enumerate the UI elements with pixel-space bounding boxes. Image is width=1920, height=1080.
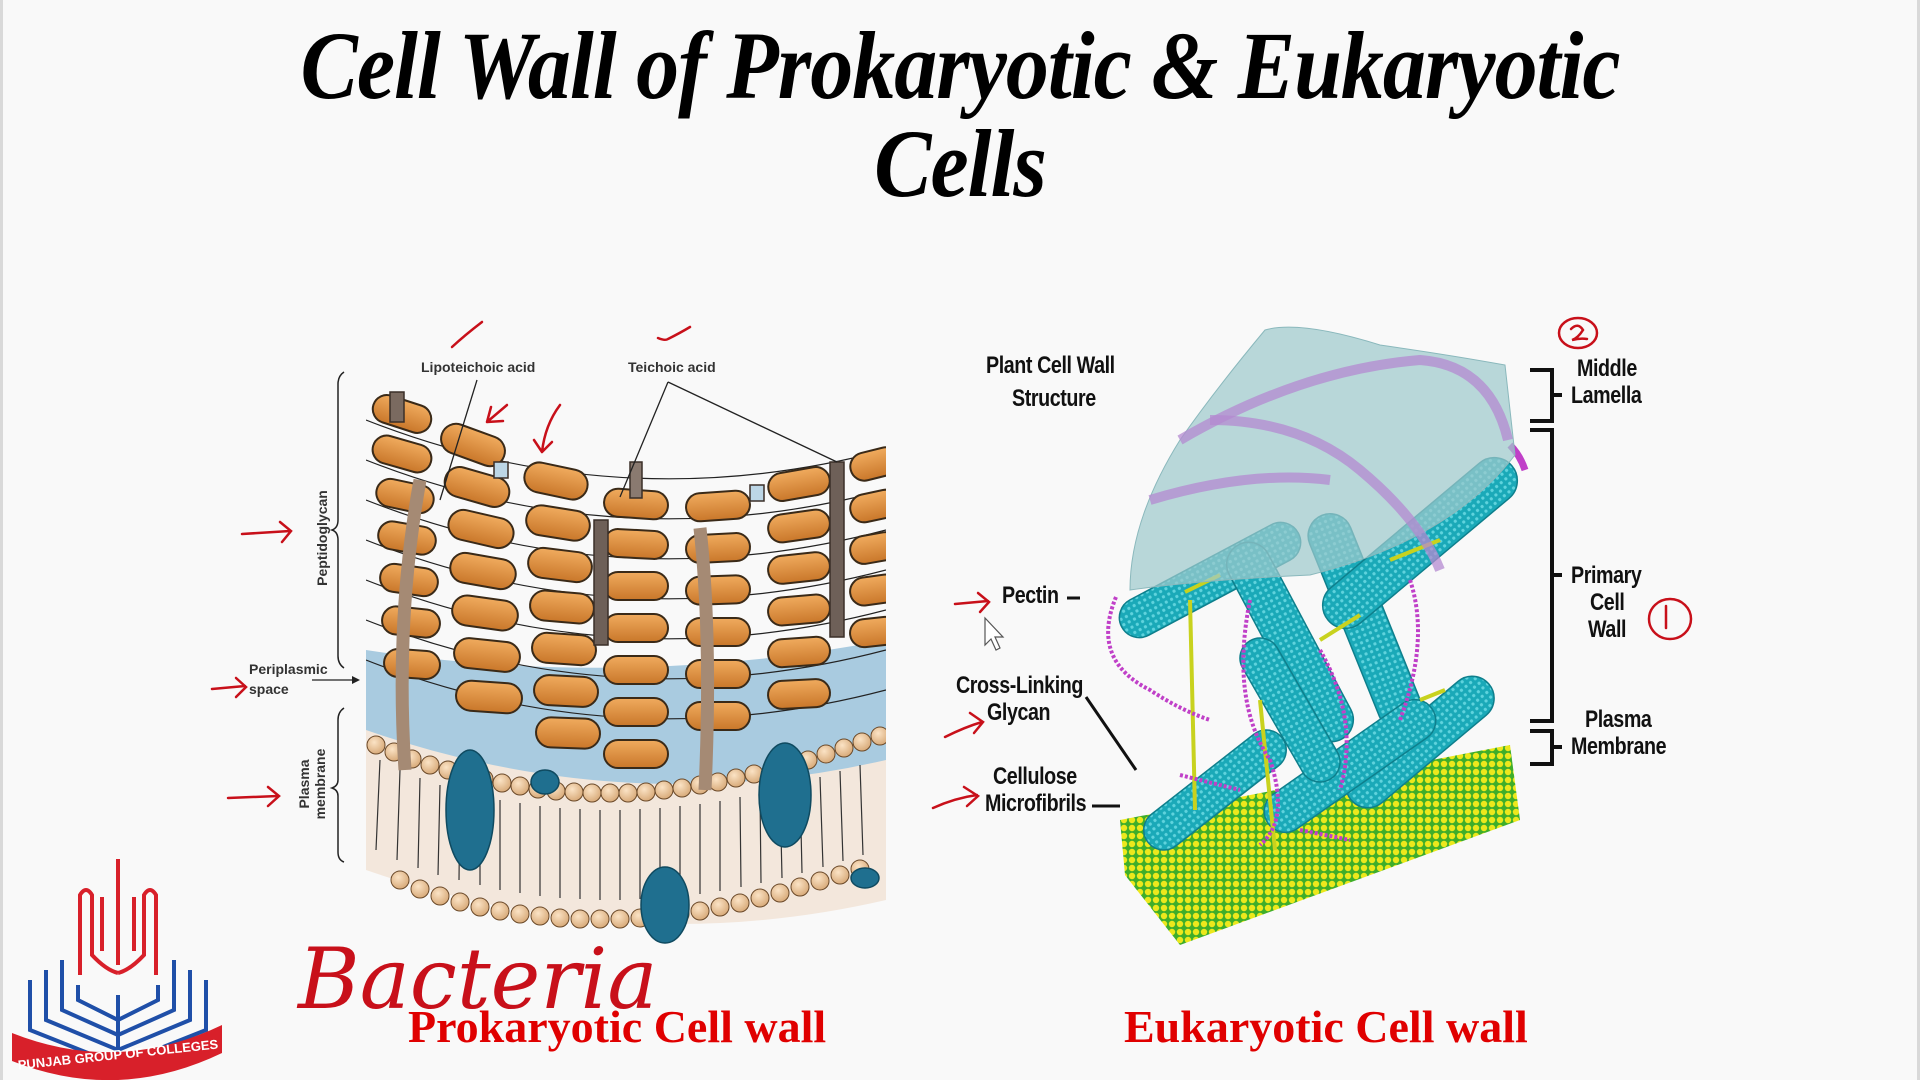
slide-title-line2: Cells xyxy=(874,109,1047,218)
label-periplasmic-space-line2: space xyxy=(249,681,289,697)
label-middle-lamella-line2: Lamella xyxy=(1571,382,1642,409)
label-periplasmic-space-line1: Periplasmic xyxy=(249,661,328,677)
caption-prokaryotic-cell-wall: Prokaryotic Cell wall xyxy=(408,1001,827,1052)
label-plasma-membrane-line1: Plasma xyxy=(1585,706,1652,733)
caption-eukaryotic-cell-wall: Eukaryotic Cell wall xyxy=(1124,1001,1528,1052)
slide-title-line1: Cell Wall of Prokaryotic & Eukaryotic xyxy=(300,11,1620,120)
label-primary-cell-wall-line3: Wall xyxy=(1588,616,1627,643)
handwritten-note-bacteria: Bacteria xyxy=(298,930,658,1028)
diagram-title-plant-cell-wall-line2: Structure xyxy=(1012,385,1096,412)
label-cross-linking-glycan-line2: Glycan xyxy=(987,699,1051,726)
mouse-cursor-icon xyxy=(984,616,1005,651)
label-primary-cell-wall-line1: Primary xyxy=(1571,562,1642,589)
label-pectin: Pectin xyxy=(1002,582,1059,609)
punjab-group-of-colleges-logo: PUNJAB GROUP OF COLLEGES xyxy=(12,859,222,1080)
label-cross-linking-glycan-line1: Cross-Linking xyxy=(956,672,1083,699)
slide-right-edge xyxy=(1917,0,1920,1080)
label-teichoic-acid: Teichoic acid xyxy=(628,359,716,375)
label-cellulose-microfibrils-line1: Cellulose xyxy=(993,763,1077,790)
label-primary-cell-wall-line2: Cell xyxy=(1590,589,1625,616)
label-cellulose-microfibrils-line2: Microfibrils xyxy=(985,790,1087,817)
label-plasma-membrane-line2: Membrane xyxy=(1571,733,1667,760)
slide-left-edge xyxy=(0,0,3,1080)
label-lipoteichoic-acid: Lipoteichoic acid xyxy=(421,359,536,375)
label-middle-lamella-line1: Middle xyxy=(1577,355,1637,382)
diagram-title-plant-cell-wall-line1: Plant Cell Wall xyxy=(986,352,1115,379)
